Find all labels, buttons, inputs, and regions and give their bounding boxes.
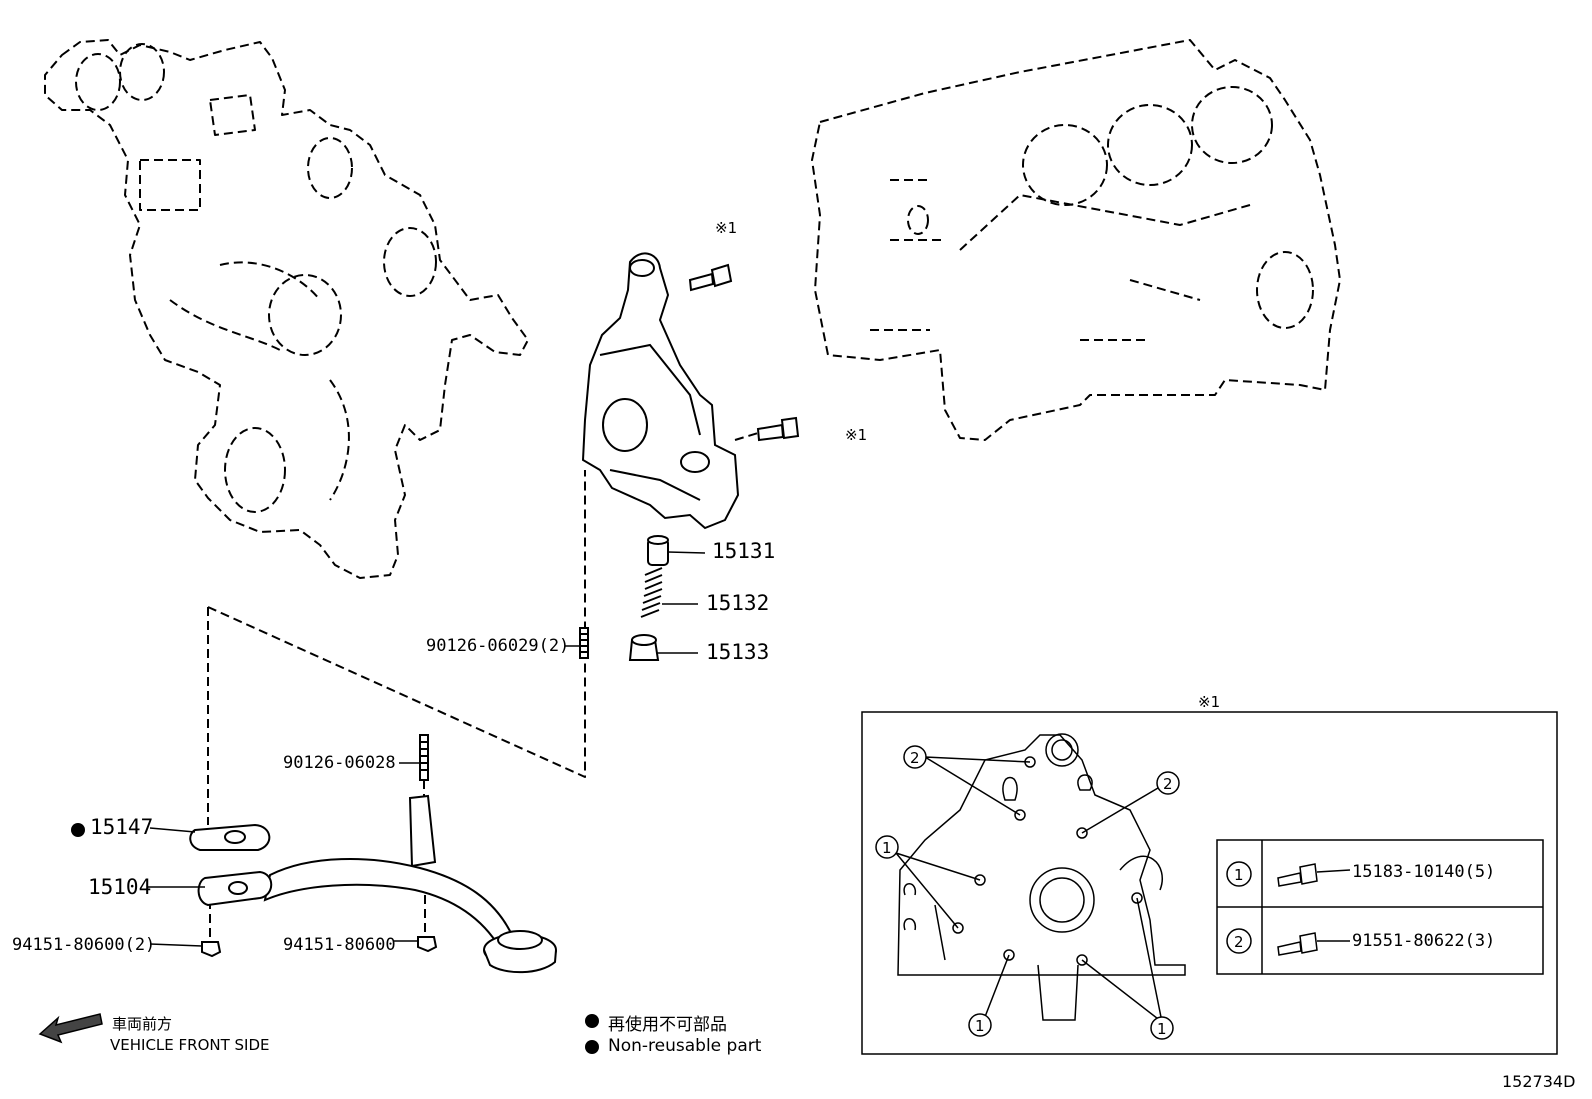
direction-jp: 車両前方 (112, 1015, 173, 1033)
timing-cover-outline (44, 39, 529, 579)
label-nut-right: 94151-80600 (283, 935, 396, 955)
callout-1c: 1 (1157, 1020, 1167, 1038)
nuts (201, 936, 438, 958)
table-row2-part: 91551-80622(3) (1352, 931, 1496, 951)
legend-dot-en (585, 1040, 599, 1054)
fastener-table (1216, 839, 1544, 975)
non-reusable-dot (71, 823, 85, 837)
table-row2-index: 2 (1234, 933, 1244, 951)
label-15132: 15132 (706, 591, 770, 615)
direction-en: VEHICLE FRONT SIDE (110, 1036, 270, 1054)
callout-2b: 2 (1163, 775, 1173, 793)
detail-pump-drawing (897, 733, 1186, 1021)
callout-2a: 2 (910, 749, 920, 767)
oil-strainer-15104 (197, 794, 557, 974)
engine-block-outline (811, 39, 1341, 441)
legend-jp: 再使用不可部品 (608, 1015, 727, 1035)
legend-en: Non-reusable part (608, 1036, 762, 1056)
figure-id: 152734D (1502, 1072, 1576, 1091)
bolt-right (756, 416, 800, 442)
detail-callout-circles (875, 745, 1180, 1040)
detail-bolt-holes (952, 756, 1143, 966)
label-15133: 15133 (706, 640, 770, 664)
label-nut-left: 94151-80600(2) (12, 935, 156, 955)
table-bolts (1277, 863, 1351, 956)
oil-pump (581, 252, 740, 530)
leader-lines (148, 551, 706, 947)
guide-line-bolt-right (734, 432, 759, 441)
gasket-15147 (189, 823, 271, 851)
label-15131: 15131 (712, 539, 776, 563)
label-stud-upper: 90126-06029(2) (426, 636, 570, 656)
detail-callout-lines (895, 756, 1163, 1023)
front-arrow (38, 1013, 103, 1044)
table-row1-part: 15183-10140(5) (1352, 862, 1496, 882)
label-15104: 15104 (88, 875, 152, 899)
callout-1a: 1 (882, 839, 892, 857)
guide-line-diagonal (207, 470, 586, 778)
ref-mark-box: ※1 (1198, 693, 1221, 711)
detail-box (861, 711, 1558, 1055)
callout-1b: 1 (975, 1017, 985, 1035)
stud-lower-part (419, 734, 429, 781)
ref-mark-right: ※1 (845, 426, 868, 444)
stud-upper-part (579, 627, 589, 659)
legend-dot-jp (585, 1014, 599, 1028)
label-15147: 15147 (90, 815, 154, 839)
label-stud-lower: 90126-06028 (283, 753, 396, 773)
relief-valve-parts (628, 535, 669, 661)
bolt-upper (688, 263, 733, 292)
table-row1-index: 1 (1234, 866, 1244, 884)
ref-mark-top: ※1 (715, 219, 738, 237)
